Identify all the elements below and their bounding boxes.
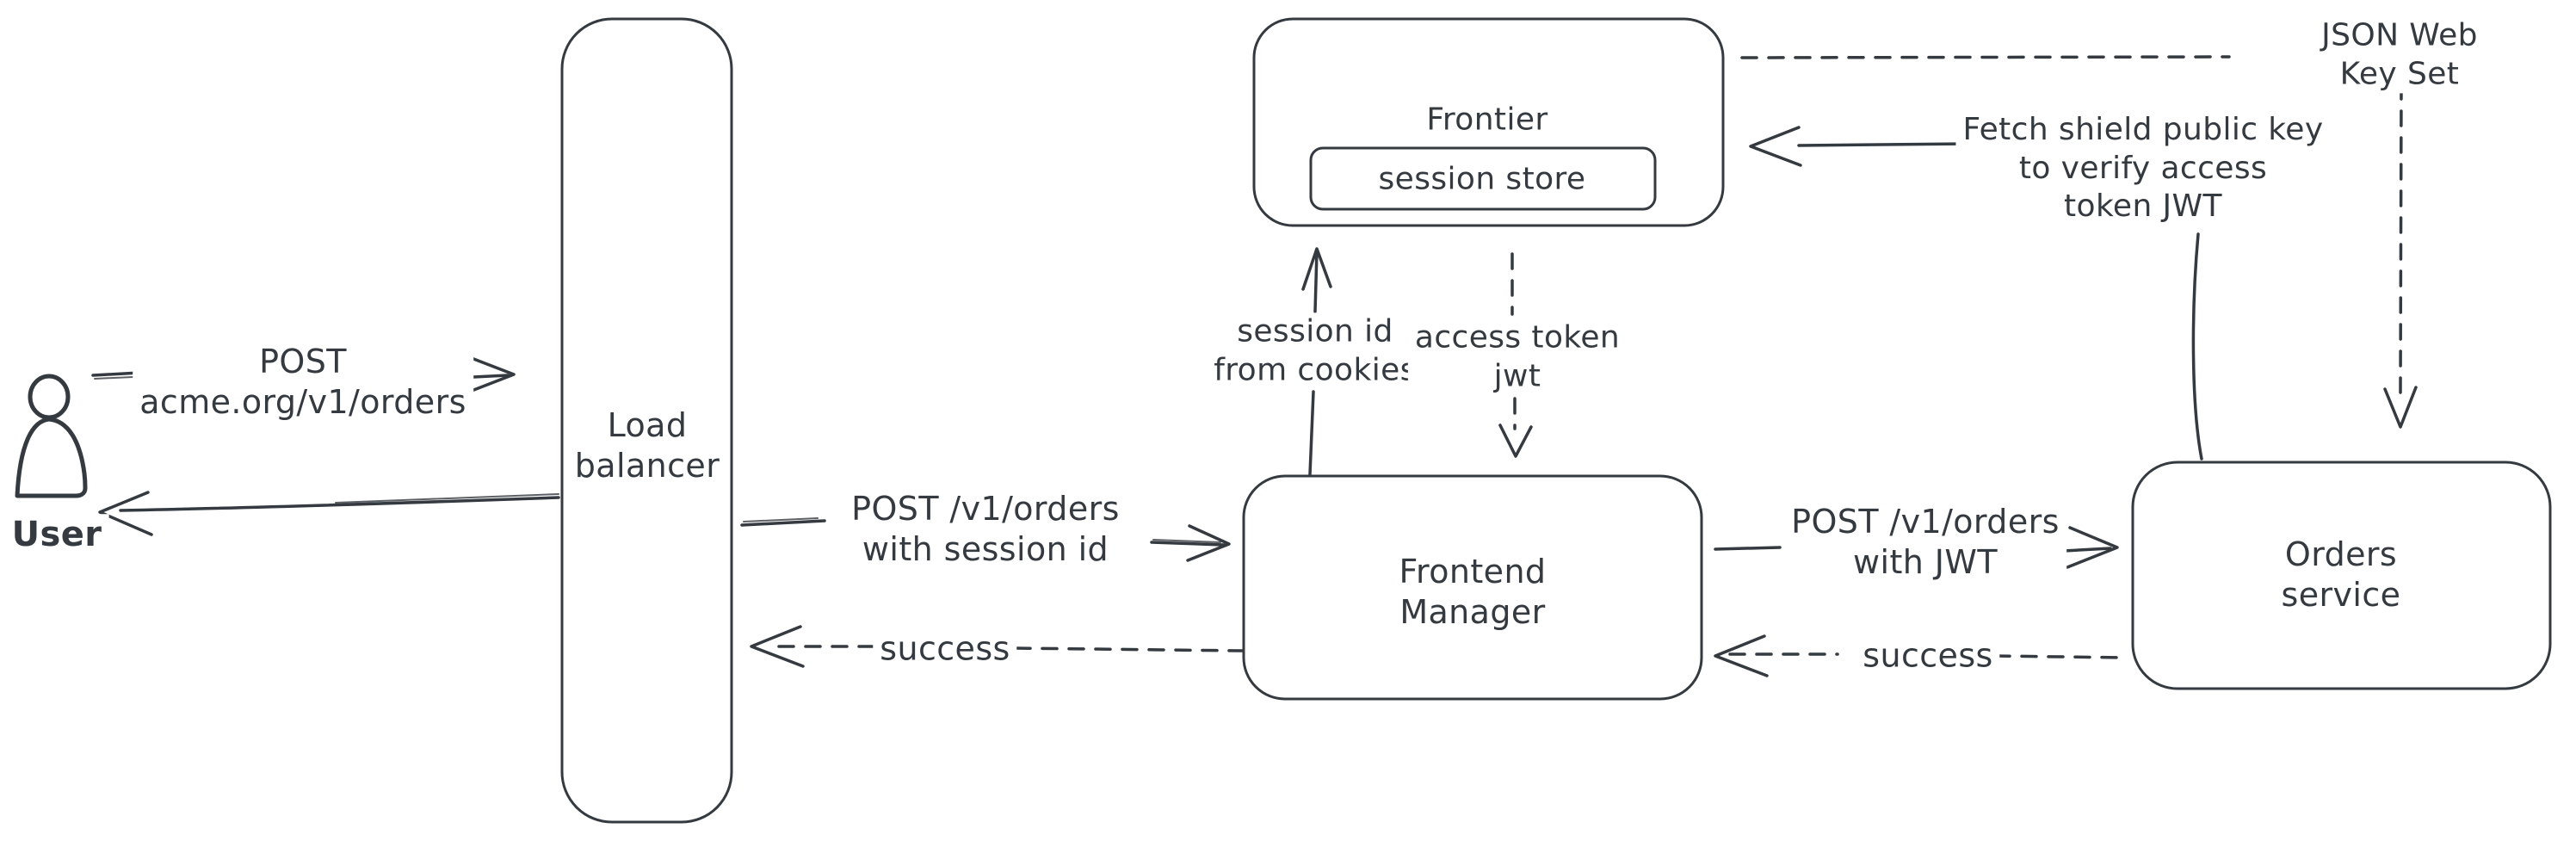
- frontend-manager-label: Frontend Manager: [1392, 551, 1554, 634]
- lb-forward-arrow: [740, 517, 1231, 562]
- fm-success-arrow: [750, 625, 1244, 668]
- session-store-box: [1309, 146, 1657, 211]
- lb-forward-label: POST /v1/orders with session id: [844, 488, 1127, 571]
- orders-success-label: success: [1856, 635, 2000, 677]
- frontend-manager-box: [1242, 474, 1703, 701]
- access-token-arrow: [1498, 252, 1533, 458]
- jwks-to-orders-arrow: [2383, 83, 2418, 429]
- fetch-key-label: Fetch shield public key to verify access…: [1955, 111, 2331, 226]
- orders-success-arrow: [1714, 634, 2128, 677]
- lb-response-arrow: [98, 491, 560, 536]
- orders-call-arrow: [1714, 526, 2119, 569]
- user-label: User: [4, 514, 109, 557]
- orders-service-label: Orders service: [2223, 534, 2459, 616]
- session-lookup-arrow: [1301, 247, 1332, 476]
- session-store-label: session store: [1371, 160, 1593, 200]
- frontier-label: Frontier: [1419, 101, 1555, 140]
- access-token-label: access token jwt: [1407, 318, 1628, 396]
- person-icon: [15, 374, 88, 498]
- jwks-label: JSON Web Key Set: [2311, 16, 2488, 94]
- fetch-key-arrow: [1749, 126, 2203, 461]
- user-request-label: POST acme.org/v1/orders: [133, 341, 473, 424]
- frontier-box: [1252, 17, 1725, 227]
- load-balancer-label: Load balancer: [567, 405, 727, 487]
- orders-service-box: [2131, 461, 2552, 690]
- session-lookup-label: session id from cookies: [1207, 312, 1424, 390]
- load-balancer-box: [560, 17, 733, 824]
- jwks-link-line: [1740, 55, 2231, 59]
- fm-success-label: success: [873, 628, 1017, 670]
- orders-call-label: POST /v1/orders with JWT: [1784, 501, 2066, 584]
